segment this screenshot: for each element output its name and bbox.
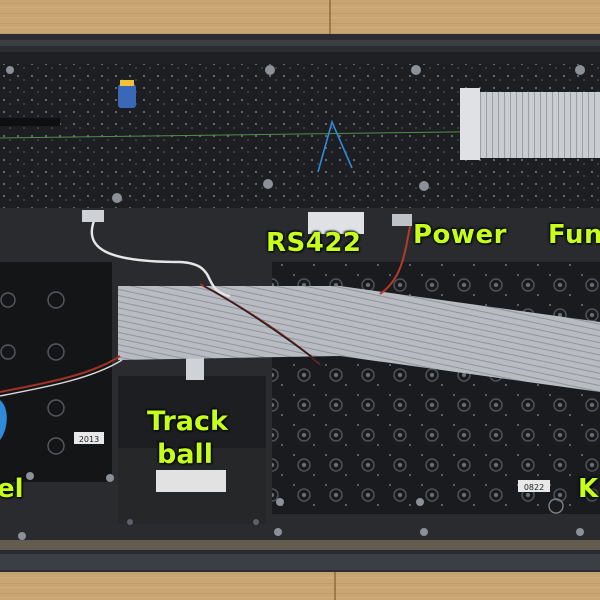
sticker-right: 0822	[524, 483, 544, 492]
trackball-label-line2: ball	[157, 439, 214, 470]
left-edge-label: el	[0, 474, 24, 504]
capacitor	[118, 84, 136, 108]
ribbon-cable-top	[470, 92, 600, 158]
sticker-left: 2013	[79, 435, 99, 444]
rs422-label: RS422	[266, 228, 362, 258]
function-label: Fun	[548, 220, 600, 250]
ribbon-cable-main	[118, 286, 600, 392]
power-label: Power	[413, 220, 507, 250]
trackball-label-line1: Track	[147, 406, 228, 437]
right-edge-label: K	[578, 474, 599, 504]
left-board	[0, 262, 112, 482]
